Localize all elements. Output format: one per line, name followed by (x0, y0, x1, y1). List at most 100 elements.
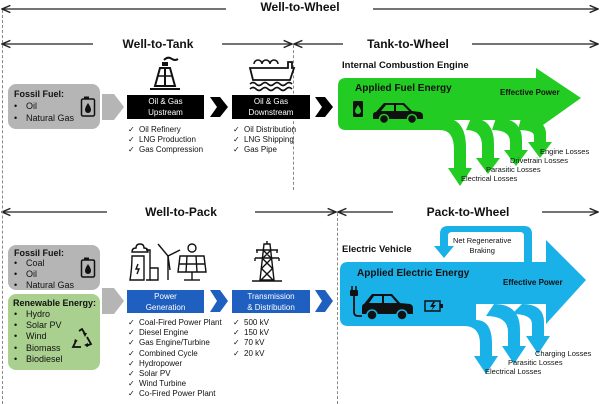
stage-transmission-distribution: Transmission & Distribution (232, 290, 310, 313)
renewable-title: Renewable Energy: (13, 298, 97, 308)
downstream-item: LNG Shipping (233, 135, 296, 145)
fossil-item: Oil (12, 269, 74, 280)
stage-title-line2: Downstream (248, 108, 294, 117)
power-gen-item: Gas Engine/Turbine (128, 338, 222, 348)
stage-title-line1: Transmission (247, 291, 295, 301)
power-gen-item: Coal-Fired Power Plant (128, 318, 222, 328)
voltage-item: 150 kV (233, 328, 269, 338)
ice-loss-branch (466, 118, 500, 174)
power-gen-item: Combined Cycle (128, 349, 222, 359)
left-divider (2, 10, 3, 404)
ice-loss-branch (440, 118, 472, 186)
stage-oil-gas-downstream: Oil & Gas Downstream (232, 95, 310, 119)
power-generation-list: Coal-Fired Power Plant Diesel Engine Gas… (128, 318, 222, 400)
upstream-list: Oil Refinery LNG Production Gas Compress… (128, 125, 203, 156)
renewable-item: Hydro (12, 309, 63, 320)
fossil-fuel-title: Fossil Fuel: (14, 89, 65, 99)
downstream-item: Oil Distribution (233, 125, 296, 135)
top-fossil-fuel-box: Fossil Fuel: Oil Natural Gas (8, 84, 100, 129)
voltage-item: 70 kV (233, 338, 269, 348)
stage-title-line1: Power (154, 291, 177, 301)
regen-line2: Braking (469, 246, 495, 255)
fossil-fuel-list: Oil Natural Gas (12, 100, 74, 124)
renewable-energy-box: Renewable Energy: Hydro Solar PV Wind Bi… (8, 294, 100, 370)
renewable-item: Solar PV (12, 320, 63, 331)
power-gen-item: Co-Fired Power Plant (128, 389, 222, 399)
voltage-item: 20 kV (233, 349, 269, 359)
ice-input-label: Applied Fuel Energy (355, 83, 452, 94)
oil-rig-icon (150, 56, 180, 90)
ev-loss-branch (464, 320, 498, 374)
fossil-fuel-title: Fossil Fuel: (14, 248, 65, 258)
fuel-barrel-icon (80, 96, 96, 117)
stage-title-line1: Oil & Gas (253, 97, 289, 106)
voltage-item: 500 kV (233, 318, 269, 328)
fossil-item: Coal (12, 258, 74, 269)
ice-title: Internal Combustion Engine (342, 60, 469, 71)
header-well-to-wheel: Well-to-Wheel (260, 0, 340, 14)
stage-title-line2: Upstream (148, 108, 183, 117)
fossil-item: Natural Gas (12, 112, 74, 124)
stage-title-line2: Generation (145, 302, 186, 312)
ev-loss-label: Parasitic Losses (508, 358, 563, 367)
ev-input-label: Applied Electric Energy (357, 268, 470, 279)
stage-power-generation: Power Generation (127, 290, 204, 313)
ev-charging-car-icon (350, 286, 413, 321)
stage-oil-gas-upstream: Oil & Gas Upstream (127, 95, 204, 119)
flow-chevron-blue (315, 290, 333, 312)
lng-tanker-ship-icon (248, 59, 296, 92)
fuel-barrel-icon (353, 101, 363, 117)
ice-loss-label: Parasitic Losses (486, 165, 541, 174)
renewable-item: Biodiesel (12, 354, 63, 365)
bottom-fossil-fuel-box: Fossil Fuel: Coal Oil Natural Gas (8, 245, 100, 290)
power-gen-item: Hydropower (128, 359, 222, 369)
ice-loss-label: Drivetrain Losses (510, 156, 568, 165)
power-gen-item: Solar PV (128, 369, 222, 379)
transmission-voltage-list: 500 kV 150 kV 70 kV 20 kV (233, 318, 269, 359)
header-well-to-pack: Well-to-Pack (145, 205, 217, 219)
battery-charging-icon (424, 300, 443, 312)
fuel-barrel-icon (80, 257, 96, 278)
regen-braking-loop (434, 226, 532, 262)
flow-chevron-black (315, 97, 333, 117)
power-gen-item: Diesel Engine (128, 328, 222, 338)
fossil-item: Oil (12, 100, 74, 112)
flow-chevron-gray (102, 288, 124, 314)
upstream-item: Oil Refinery (128, 125, 203, 135)
stage-title-line1: Oil & Gas (148, 97, 183, 106)
transmission-tower-icon (252, 241, 282, 282)
renewable-list: Hydro Solar PV Wind Biomass Biodiesel (12, 309, 63, 365)
stage-title-line2: & Distribution (247, 302, 295, 312)
flow-chevron-gray (102, 94, 124, 120)
renewable-item: Biomass (12, 343, 63, 354)
ev-title: Electric Vehicle (342, 244, 412, 255)
car-icon (373, 103, 423, 124)
header-pack-to-wheel: Pack-to-Wheel (426, 205, 510, 219)
regen-braking-label: Net Regenerative Braking (453, 236, 511, 256)
flow-chevron-blue (210, 290, 228, 312)
ice-loss-label: Electrical Losses (461, 174, 518, 183)
ev-output-label: Effective Power (503, 278, 563, 287)
ev-loss-label: Charging Losses (535, 349, 592, 358)
recycle-icon (71, 328, 93, 348)
ice-output-label: Effective Power (500, 88, 560, 97)
ev-loss-label: Electrical Losses (485, 367, 542, 376)
ice-loss-label: Engine Losses (540, 147, 590, 156)
fossil-item: Natural Gas (12, 280, 74, 291)
header-well-to-tank: Well-to-Tank (122, 37, 194, 51)
flow-chevron-black (210, 97, 228, 117)
ev-loss-branch (512, 304, 550, 354)
renewable-item: Wind (12, 331, 63, 342)
fossil-fuel-list: Coal Oil Natural Gas (12, 258, 74, 291)
ev-loss-branch (486, 304, 526, 364)
power-plant-wind-solar-icon (129, 243, 207, 281)
bottom-stage-divider (337, 213, 338, 404)
downstream-item: Gas Pipe (233, 145, 296, 155)
downstream-list: Oil Distribution LNG Shipping Gas Pipe (233, 125, 296, 156)
ice-loss-branch (518, 118, 552, 158)
upstream-item: Gas Compression (128, 145, 203, 155)
upstream-item: LNG Production (128, 135, 203, 145)
power-gen-item: Wind Turbine (128, 379, 222, 389)
header-tank-to-wheel: Tank-to-Wheel (367, 37, 449, 51)
